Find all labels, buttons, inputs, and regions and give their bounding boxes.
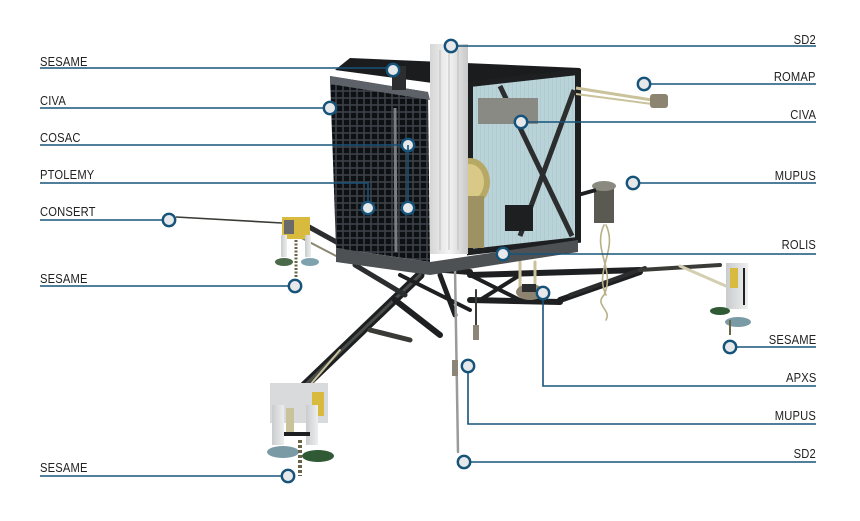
label-right-romap: ROMAP	[774, 69, 816, 84]
label-left-sesame-top: SESAME	[40, 54, 88, 69]
label-right-mupus-bottom: MUPUS	[774, 408, 816, 423]
label-left-consert: CONSERT	[40, 204, 96, 219]
callout-marker-icon	[456, 454, 472, 470]
callout-marker-icon	[287, 278, 303, 294]
callout-marker-icon	[360, 200, 376, 216]
callout-marker-icon	[443, 38, 459, 54]
label-right-civa: CIVA	[790, 107, 816, 122]
label-right-sesame: SESAME	[768, 332, 816, 347]
label-right-rolis: ROLIS	[781, 237, 816, 252]
foot-rear-left	[275, 217, 319, 278]
callout-marker-icon	[322, 100, 338, 116]
callout-marker-icon	[495, 246, 511, 262]
label-left-sesame-mid: SESAME	[40, 271, 88, 286]
callout-marker-icon	[460, 358, 476, 374]
callout-marker-icon	[161, 212, 177, 228]
callout-marker-icon	[400, 200, 416, 216]
label-left-cosac: COSAC	[40, 130, 81, 145]
callout-marker-icon	[625, 175, 641, 191]
foot-right	[710, 263, 751, 335]
callout-marker-icon	[535, 285, 551, 301]
label-right-mupus-top: MUPUS	[774, 168, 816, 183]
foot-front-left	[267, 383, 334, 476]
label-left-ptolemy: PTOLEMY	[40, 167, 95, 182]
label-right-sd2-bottom: SD2	[793, 446, 816, 461]
leader-line	[40, 182, 369, 208]
leader-line	[40, 67, 394, 70]
leader-line	[542, 293, 816, 387]
callout-marker-icon	[280, 468, 296, 484]
label-right-apxs: APXS	[785, 370, 816, 385]
callout-marker-icon	[513, 114, 529, 130]
leader-line	[467, 366, 816, 425]
callout-marker-icon	[722, 339, 738, 355]
label-left-sesame-bottom: SESAME	[40, 460, 88, 475]
callout-marker-icon	[385, 62, 401, 78]
lander-body	[175, 44, 668, 275]
label-right-sd2-top: SD2	[793, 32, 816, 47]
callout-marker-icon	[636, 76, 652, 92]
label-left-civa: CIVA	[40, 93, 66, 108]
